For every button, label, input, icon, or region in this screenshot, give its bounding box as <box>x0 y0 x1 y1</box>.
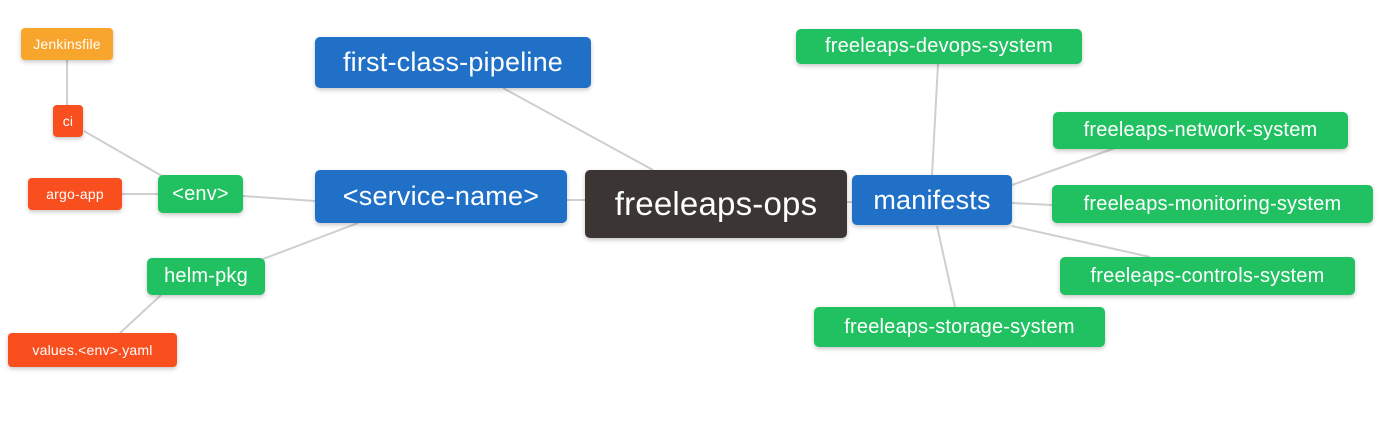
node-freeleaps-controls-system[interactable]: freeleaps-controls-system <box>1060 257 1355 295</box>
edge-manifests-controls <box>1011 225 1151 258</box>
node-values-env-yaml[interactable]: values.<env>.yaml <box>8 333 177 367</box>
edge-manifests-storage <box>936 225 956 308</box>
node-freeleaps-monitoring-system[interactable]: freeleaps-monitoring-system <box>1052 185 1373 223</box>
edge-manifests-monitoring <box>1011 202 1053 206</box>
node-service-name[interactable]: <service-name> <box>315 170 567 223</box>
node-env[interactable]: <env> <box>158 175 243 213</box>
edge-helm-pkg-service-name <box>262 222 359 260</box>
node-first-class-pipeline[interactable]: first-class-pipeline <box>315 37 591 88</box>
edge-manifests-devops <box>931 63 939 176</box>
node-freeleaps-network-system[interactable]: freeleaps-network-system <box>1053 112 1348 149</box>
edge-pipeline-root <box>502 87 654 171</box>
edge-ci-env <box>83 130 163 177</box>
node-ci[interactable]: ci <box>53 105 83 137</box>
edge-values-helm-pkg <box>119 294 162 334</box>
node-helm-pkg[interactable]: helm-pkg <box>147 258 265 295</box>
node-manifests[interactable]: manifests <box>852 175 1012 225</box>
node-freeleaps-ops-root[interactable]: freeleaps-ops <box>585 170 847 238</box>
edge-manifests-network <box>1011 147 1116 186</box>
node-argo-app[interactable]: argo-app <box>28 178 122 210</box>
edge-env-service-name <box>242 195 316 202</box>
node-jenkinsfile[interactable]: Jenkinsfile <box>21 28 113 60</box>
node-freeleaps-storage-system[interactable]: freeleaps-storage-system <box>814 307 1105 347</box>
node-freeleaps-devops-system[interactable]: freeleaps-devops-system <box>796 29 1082 64</box>
